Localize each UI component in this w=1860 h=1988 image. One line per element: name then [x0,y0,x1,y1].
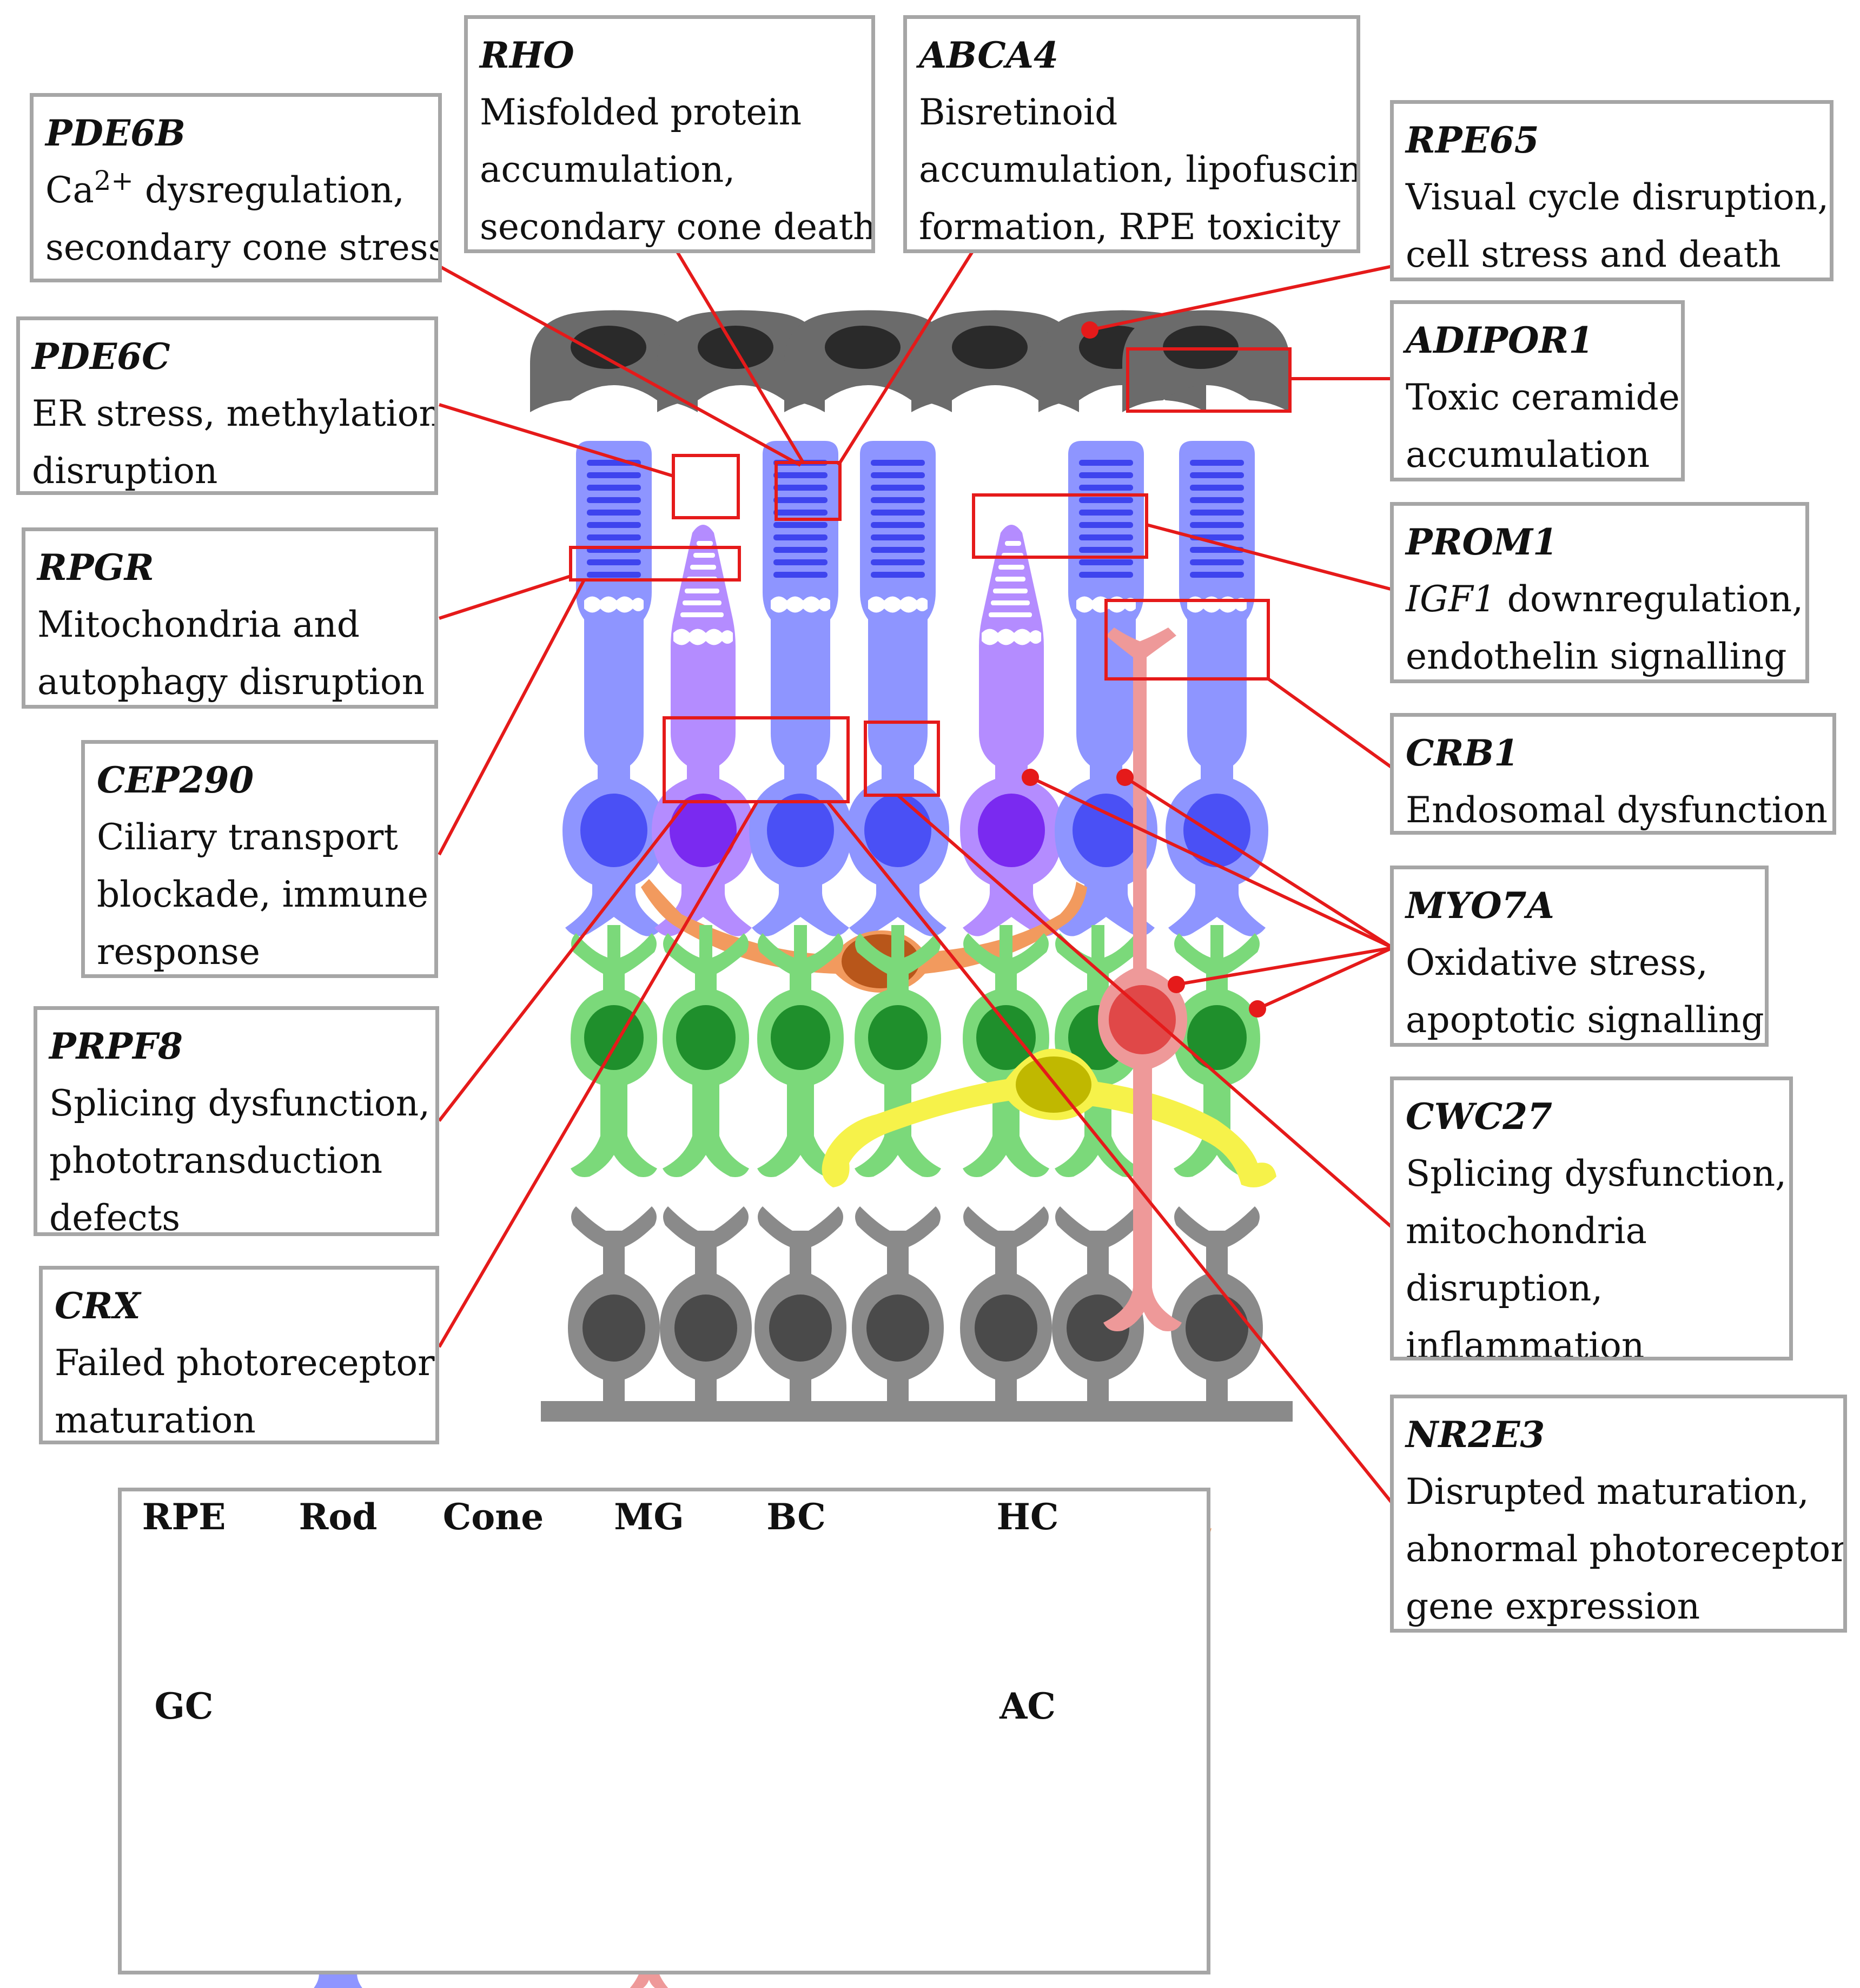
callout-cwc27: CWC27 Splicing dysfunction, mitochondria… [1390,1076,1793,1360]
gene-name: PROM1 [1406,521,1558,563]
callout-myo7a: MYO7A Oxidative stress, apoptotic signal… [1390,866,1769,1047]
callout-crx: CRX Failed photoreceptor maturation [39,1266,439,1444]
highlight-nr2e3 [864,721,940,797]
legend-box [118,1488,1210,1974]
callout-prpf8: PRPF8 Splicing dysfunction, phototransdu… [34,1006,439,1236]
muller-glia [1098,628,1187,1331]
gene-name: ABCA4 [919,34,1058,76]
connector-dots [1022,321,1266,1018]
gene-name: RPE65 [1406,119,1539,161]
line-pde6b [438,265,802,467]
line-prpf8 [438,801,689,1122]
photoreceptor-layer [562,441,1268,936]
highlight-rho [775,461,842,521]
gene-name: CWC27 [1406,1095,1553,1138]
line-prom1 [1146,523,1393,591]
line-myo7a-1 [1029,776,1394,949]
line-cwc27 [897,794,1394,1230]
callout-abca4: ABCA4 Bisretinoid accumulation, lipofusc… [903,15,1360,253]
callout-rpe65: RPE65 Visual cycle disruption, cell stre… [1390,100,1833,281]
gene-name: NR2E3 [1406,1414,1545,1456]
legend-label-bc: BC [766,1496,826,1538]
line-nr2e3 [826,801,1394,1505]
highlight-rpgr [569,546,741,582]
callout-pde6b: PDE6B Ca2+ dysregulation, secondary cone… [30,93,442,282]
legend-label-ac: AC [999,1685,1056,1727]
legend-label-gc: GC [154,1685,214,1727]
line-cep290 [438,579,586,856]
rpe-layer [530,310,1290,412]
callout-adipor1: ADIPOR1 Toxic ceramide accumulation [1390,300,1685,481]
callout-rho: RHO Misfolded protein accumulation, seco… [464,15,875,253]
connector-lines [438,249,1394,1505]
line-rho [674,249,805,464]
line-myo7a-4 [1256,946,1394,1010]
gene-name: MYO7A [1406,884,1554,927]
line-myo7a-2 [1124,776,1394,949]
callout-nr2e3: NR2E3 Disrupted maturation, abnormal pho… [1390,1395,1847,1633]
line-crb1 [1267,677,1394,770]
gene-name: CRX [55,1285,141,1327]
callout-pde6c: PDE6C ER stress, methylation disruption [16,316,438,495]
gene-name: ADIPOR1 [1406,319,1594,361]
gene-name: CRB1 [1406,732,1519,774]
callout-rpgr: RPGR Mitochondria and autophagy disrupti… [22,527,438,709]
line-crx [438,801,759,1348]
line-abca4 [837,249,975,466]
gene-name: CEP290 [97,759,254,801]
line-pde6c [439,403,674,478]
gene-name: PDE6B [45,112,186,154]
callout-prom1: PROM1 IGF1 downregulation, endothelin si… [1390,502,1809,683]
legend-label-mg: MG [614,1496,684,1538]
line-rpgr [439,574,571,620]
gene-name: PRPF8 [49,1025,183,1067]
line-rpe65 [1089,265,1393,332]
legend-label-rod: Rod [299,1496,378,1538]
highlight-crb1 [1104,599,1270,681]
callout-cep290: CEP290 Ciliary transport blockade, immun… [81,740,438,978]
gene-name: RPGR [37,546,154,589]
legend-label-hc: HC [996,1496,1059,1538]
gene-name: PDE6C [32,335,170,378]
legend-label-rpe: RPE [142,1496,226,1538]
line-myo7a-3 [1176,946,1393,986]
legend-label-cone: Cone [442,1496,544,1538]
ganglion-cell-layer [541,1206,1293,1422]
callout-crb1: CRB1 Endosomal dysfunction [1390,713,1836,835]
gene-name: RHO [480,34,574,76]
highlight-pde6c [672,454,740,519]
